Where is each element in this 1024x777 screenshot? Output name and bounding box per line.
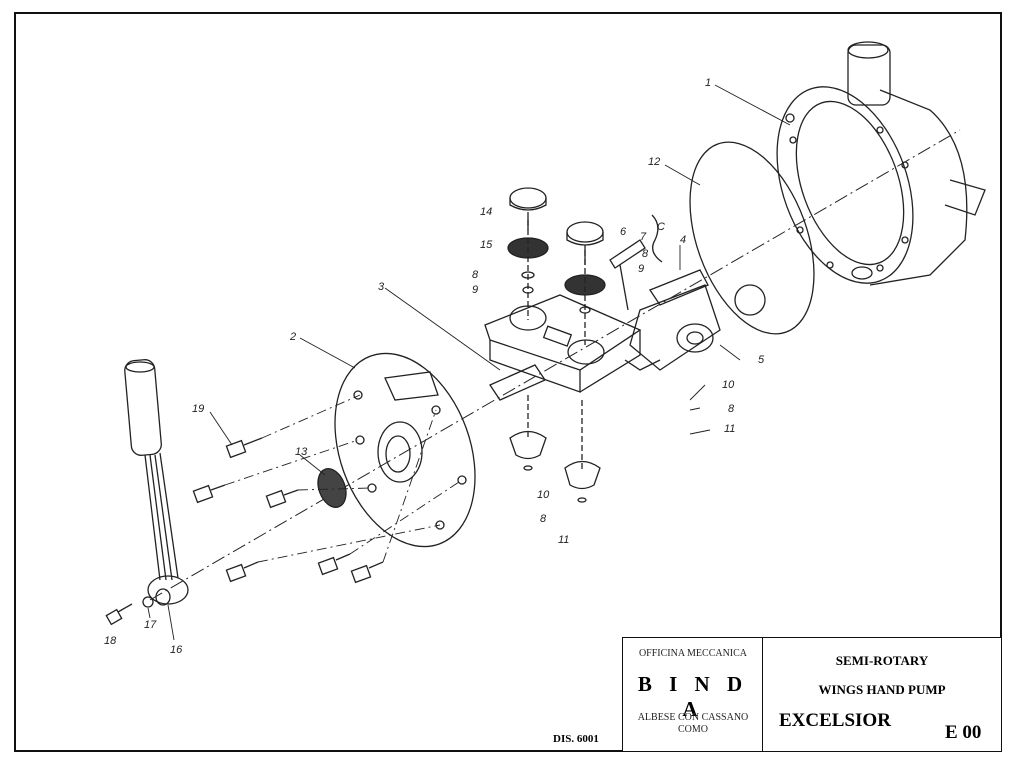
label-17: 17 xyxy=(144,619,157,631)
valve-pin-assembly xyxy=(609,214,663,311)
label-18: 18 xyxy=(104,635,117,647)
label-4: 4 xyxy=(680,234,686,246)
label-12: 12 xyxy=(648,156,660,168)
gasket xyxy=(689,141,815,335)
label-13: 13 xyxy=(295,446,308,458)
part-labels: 1 2 3 4 5 6 7 8 9 C 12 14 15 8 9 10 8 11… xyxy=(104,77,765,656)
company-line1: OFFICINA MECCANICA xyxy=(638,648,748,659)
label-6: 6 xyxy=(620,226,627,238)
label-3: 3 xyxy=(378,281,385,293)
company-line3: COMO xyxy=(677,724,708,735)
label-11c: 11 xyxy=(558,534,569,546)
company-name: B I N D A xyxy=(637,672,749,721)
pump-cover xyxy=(334,352,476,548)
pump-body xyxy=(776,41,986,286)
drawing-code: E 00 xyxy=(945,722,982,743)
title-block: OFFICINA MECCANICA B I N D A ALBESE CON … xyxy=(622,637,1002,752)
lower-valves xyxy=(509,220,601,503)
rotor-assembly xyxy=(624,269,766,371)
label-19: 19 xyxy=(192,403,204,415)
label-2: 2 xyxy=(289,331,296,343)
label-14: 14 xyxy=(480,206,492,218)
label-10b: 10 xyxy=(722,379,735,391)
label-8b: 8 xyxy=(472,269,479,281)
label-1: 1 xyxy=(705,77,711,89)
product-line2: WINGS HAND PUMP xyxy=(818,682,946,697)
label-15: 15 xyxy=(480,239,493,251)
drawing-sheet xyxy=(14,12,1002,752)
product-line1: SEMI-ROTARY xyxy=(835,653,929,668)
cover-bolts xyxy=(192,437,384,584)
company-line2: ALBESE CON CASSANO xyxy=(637,712,749,723)
company-cell: OFFICINA MECCANICA B I N D A ALBESE CON … xyxy=(622,637,764,752)
label-7: 7 xyxy=(640,231,647,243)
label-11b: 11 xyxy=(724,423,735,435)
bushing xyxy=(317,468,347,508)
label-16: 16 xyxy=(170,644,183,656)
label-9a: 9 xyxy=(638,263,644,275)
center-axis xyxy=(149,129,961,601)
product-cell: SEMI-ROTARY WINGS HAND PUMP EXCELSIOR E … xyxy=(762,637,1002,752)
handle xyxy=(124,359,189,606)
label-5: 5 xyxy=(758,354,765,366)
label-8c: 8 xyxy=(728,403,735,415)
valve-block xyxy=(484,294,642,401)
drawing-number: DIS. 6001 xyxy=(553,733,599,745)
label-9b: 9 xyxy=(472,284,478,296)
washer xyxy=(142,596,154,608)
label-C: C xyxy=(657,221,665,233)
handle-bolt xyxy=(105,603,133,626)
label-8d: 8 xyxy=(540,513,547,525)
upper-valves xyxy=(507,187,606,314)
label-10c: 10 xyxy=(537,489,550,501)
label-8a: 8 xyxy=(642,248,649,260)
product-name: EXCELSIOR xyxy=(779,710,891,731)
